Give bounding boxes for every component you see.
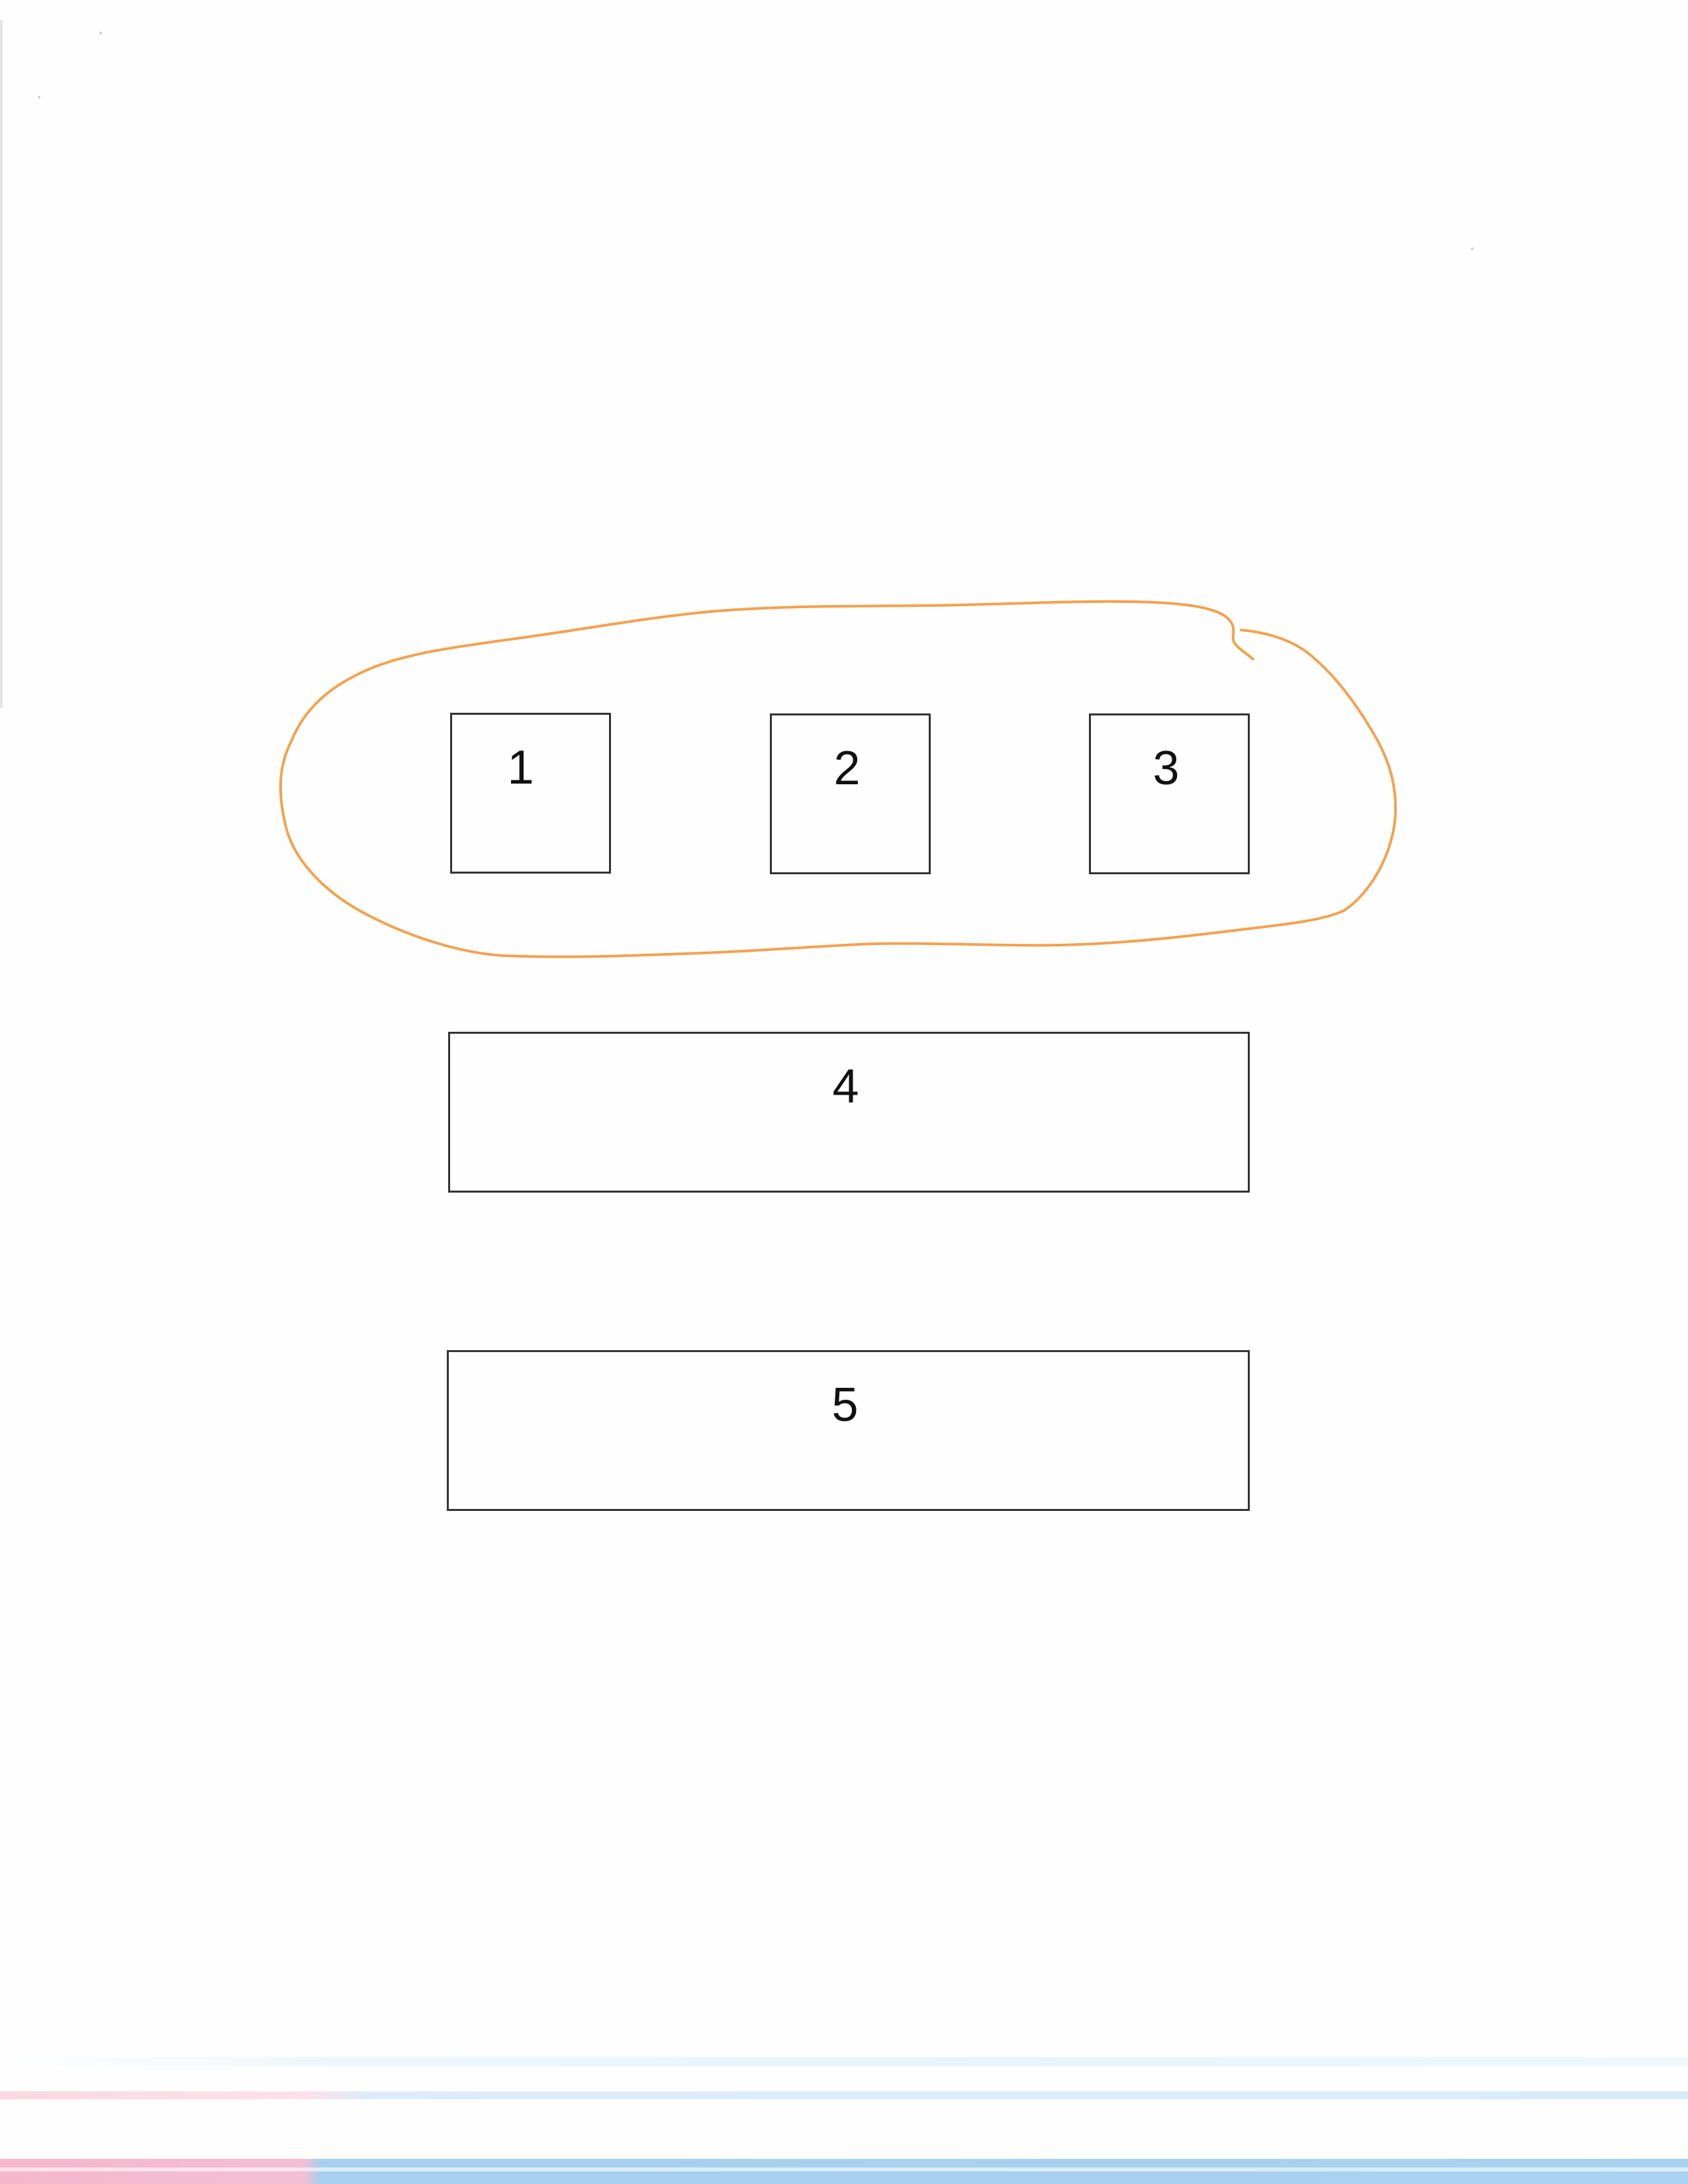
box-3-label: 3 <box>1152 742 1180 795</box>
scan-speck <box>38 96 40 99</box>
box-1-label: 1 <box>507 741 534 794</box>
scan-artifact-band <box>0 2091 1688 2099</box>
scan-speck <box>1471 248 1474 250</box>
box-2-label: 2 <box>833 742 861 795</box>
scan-artifact-band <box>0 2167 1688 2171</box>
scan-artifact-band <box>0 2159 1688 2184</box>
box-4-label: 4 <box>832 1060 859 1113</box>
diagram-box-4: 4 <box>448 1032 1250 1193</box>
diagram-box-3: 3 <box>1089 713 1250 874</box>
hand-drawn-loop <box>279 600 1397 958</box>
scan-speck <box>99 32 102 34</box>
diagram-box-1: 1 <box>450 713 611 874</box>
diagram-box-5: 5 <box>447 1350 1250 1511</box>
page-left-edge-shadow <box>0 20 3 708</box>
scan-artifact-band <box>0 2057 1688 2066</box>
box-5-label: 5 <box>831 1379 859 1432</box>
diagram-box-2: 2 <box>770 713 931 874</box>
